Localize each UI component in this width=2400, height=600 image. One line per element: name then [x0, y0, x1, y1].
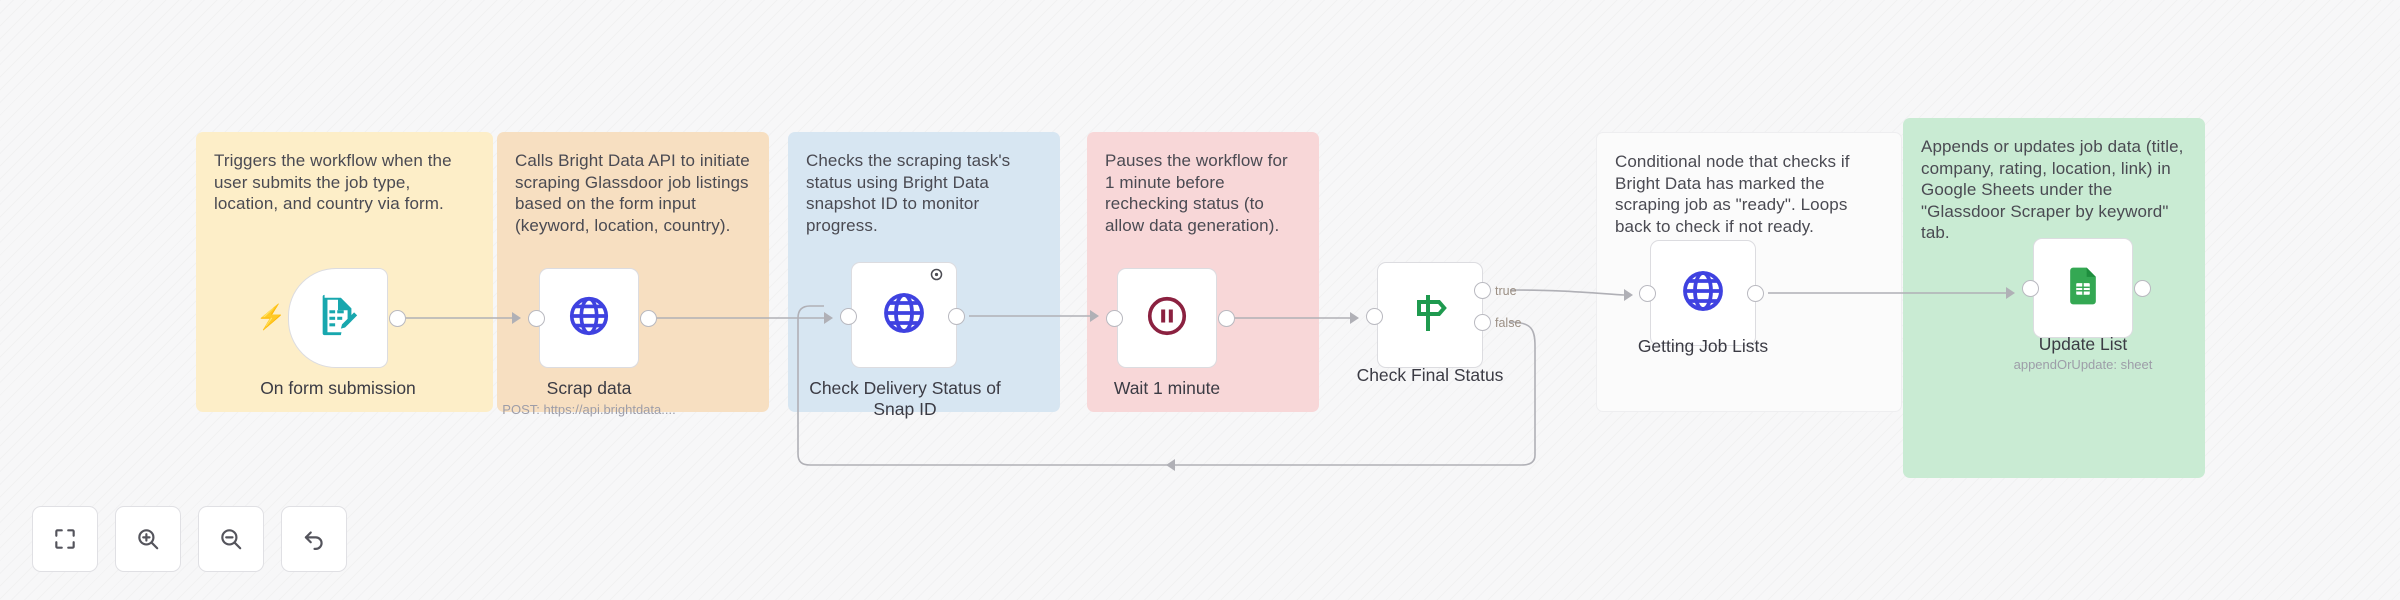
sticky-note-text: Checks the scraping task's status using … — [806, 151, 1011, 235]
node-label-scrap-data: Scrap data — [546, 378, 632, 398]
edge-arrow-scrap — [512, 312, 521, 324]
sticky-note-text: Conditional node that checks if Bright D… — [1615, 152, 1850, 236]
node-label-check-final-status: Check Final Status — [1356, 365, 1504, 385]
input-port-wait-1-minute[interactable] — [1106, 310, 1123, 327]
sticky-note-text: Calls Bright Data API to initiate scrapi… — [515, 151, 750, 235]
output-port-false[interactable] — [1474, 314, 1491, 331]
node-update-list[interactable] — [2033, 238, 2133, 338]
signpost-icon — [1406, 289, 1454, 342]
output-port-on-form-submission[interactable] — [389, 310, 406, 327]
sticky-note-text: Appends or updates job data (title, comp… — [1921, 137, 2184, 242]
retry-icon — [929, 267, 944, 282]
input-port-check-final-status[interactable] — [1366, 308, 1383, 325]
canvas-toolbar — [32, 506, 347, 572]
edge-arrow-wait — [1090, 310, 1099, 322]
globe-icon — [1679, 267, 1727, 320]
node-scrap-data[interactable] — [539, 268, 639, 368]
trigger-bolt-icon: ⚡ — [256, 304, 286, 331]
globe-icon — [880, 289, 928, 342]
edge-arrow-loopback — [1166, 459, 1175, 471]
edge-arrow-check-delivery — [824, 312, 833, 324]
node-label-getting-job-lists: Getting Job Lists — [1637, 336, 1769, 356]
input-port-getting-job-lists[interactable] — [1639, 285, 1656, 302]
sticky-note-text: Pauses the workflow for 1 minute before … — [1105, 151, 1288, 235]
undo-icon — [301, 526, 327, 552]
reset-zoom-button[interactable] — [281, 506, 347, 572]
google-sheets-icon — [2061, 264, 2105, 313]
node-sublabel-update-list: appendOrUpdate: sheet — [2013, 357, 2153, 372]
node-getting-job-lists[interactable] — [1650, 240, 1756, 346]
node-wait-1-minute[interactable] — [1117, 268, 1217, 368]
node-check-final-status[interactable] — [1377, 262, 1483, 368]
node-sublabel-scrap-data: POST: https://api.brightdata.... — [502, 402, 676, 417]
zoom-in-icon — [135, 526, 161, 552]
port-label-false: false — [1495, 316, 1522, 330]
output-port-true[interactable] — [1474, 282, 1491, 299]
output-port-scrap-data[interactable] — [640, 310, 657, 327]
node-label-on-form-submission: On form submission — [260, 378, 416, 398]
output-port-getting-job-lists[interactable] — [1747, 285, 1764, 302]
input-port-update-list[interactable] — [2022, 280, 2039, 297]
node-on-form-submission[interactable] — [288, 268, 388, 368]
zoom-out-button[interactable] — [198, 506, 264, 572]
input-port-check-delivery-status[interactable] — [840, 308, 857, 325]
output-port-check-delivery-status[interactable] — [948, 308, 965, 325]
zoom-in-button[interactable] — [115, 506, 181, 572]
form-trigger-icon — [315, 293, 361, 344]
input-port-scrap-data[interactable] — [528, 310, 545, 327]
sticky-note-text: Triggers the workflow when the user subm… — [214, 151, 452, 213]
edge-arrow-getting-job-lists — [1624, 289, 1633, 301]
zoom-to-fit-button[interactable] — [32, 506, 98, 572]
edge-arrow-final-status — [1350, 312, 1359, 324]
output-port-wait-1-minute[interactable] — [1218, 310, 1235, 327]
port-label-true: true — [1495, 284, 1517, 298]
globe-icon — [566, 293, 612, 344]
node-label-check-delivery-status: Check Delivery Status of Snap ID — [809, 378, 1001, 419]
output-port-update-list[interactable] — [2134, 280, 2151, 297]
pause-circle-icon — [1144, 293, 1190, 344]
edge-arrow-update-list — [2006, 287, 2015, 299]
sticky-note-conditional[interactable]: Conditional node that checks if Bright D… — [1596, 132, 1902, 412]
zoom-to-fit-icon — [52, 526, 78, 552]
node-label-update-list: Update List — [2038, 334, 2128, 354]
node-label-wait-1-minute: Wait 1 minute — [1113, 378, 1221, 398]
node-check-delivery-status[interactable] — [851, 262, 957, 368]
zoom-out-icon — [218, 526, 244, 552]
